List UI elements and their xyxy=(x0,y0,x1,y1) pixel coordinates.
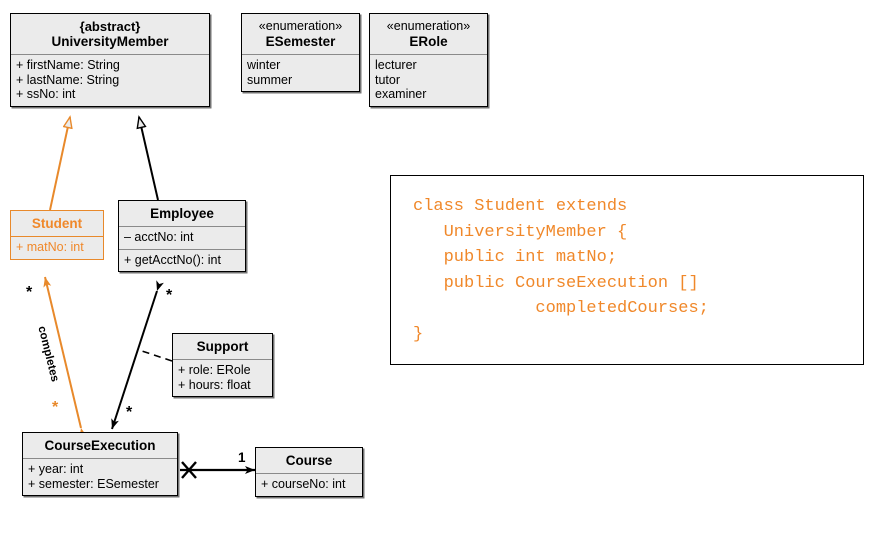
compartment-divider xyxy=(119,248,245,250)
operations-employee: + getAcctNo(): int xyxy=(119,250,245,272)
literal-summer: summer xyxy=(247,72,293,87)
association-courseexecution-course xyxy=(180,461,255,479)
compartment-divider xyxy=(11,54,209,55)
attribute-courseno: + courseNo: int xyxy=(261,477,346,491)
attribute-firstname: + firstName: String xyxy=(16,58,120,72)
class-header-employee: Employee xyxy=(119,201,245,226)
enumeration-box-esemester[interactable]: «enumeration» ESemester winter summer xyxy=(241,13,360,92)
attribute-lastname: + lastName: String xyxy=(16,72,120,87)
attributes-course-execution: + year: int + semester: ESemester xyxy=(23,459,177,495)
class-box-course[interactable]: Course + courseNo: int xyxy=(255,447,363,497)
class-stereotype-abstract: {abstract} xyxy=(79,19,141,34)
attribute-acctno: – acctNo: int xyxy=(124,230,194,244)
multiplicity-support-employee-end: * xyxy=(166,287,173,304)
generalization-student-to-universitymember xyxy=(49,117,70,211)
class-name-student: Student xyxy=(31,216,83,231)
attribute-role: + role: ERole xyxy=(178,363,251,377)
literals-esemester: winter summer xyxy=(242,55,359,91)
generalization-employee-to-universitymember xyxy=(139,117,159,201)
multiplicity-completes-student-end: * xyxy=(26,284,33,301)
stereotype-enumeration: «enumeration» xyxy=(386,19,471,33)
attribute-hours: + hours: float xyxy=(178,377,251,392)
attribute-matno: + matNo: int xyxy=(16,240,84,254)
enumeration-header-esemester: «enumeration» ESemester xyxy=(242,14,359,54)
class-header-university-member: {abstract} UniversityMember xyxy=(11,14,209,54)
attributes-course: + courseNo: int xyxy=(256,474,362,496)
class-header-course: Course xyxy=(256,448,362,473)
class-box-university-member[interactable]: {abstract} UniversityMember + firstName:… xyxy=(10,13,210,107)
attributes-student: + matNo: int xyxy=(11,237,103,259)
compartment-divider xyxy=(256,473,362,474)
enumeration-box-erole[interactable]: «enumeration» ERole lecturer tutor exami… xyxy=(369,13,488,107)
multiplicity-support-courseexecution-end: * xyxy=(126,404,133,421)
compartment-divider xyxy=(370,54,487,55)
attributes-university-member: + firstName: String + lastName: String +… xyxy=(11,55,209,106)
compartment-divider xyxy=(23,458,177,459)
enumeration-header-erole: «enumeration» ERole xyxy=(370,14,487,54)
class-name-course-execution: CourseExecution xyxy=(44,438,156,453)
compartment-divider xyxy=(173,359,272,360)
multiplicity-course-end: 1 xyxy=(238,450,246,465)
association-class-link-support xyxy=(138,349,173,362)
literal-examiner: examiner xyxy=(375,87,427,101)
class-header-student: Student xyxy=(11,211,103,236)
class-name-employee: Employee xyxy=(150,206,214,221)
attribute-year: + year: int xyxy=(28,462,84,476)
association-completes-student-courseexecution xyxy=(43,276,88,439)
attribute-semester: + semester: ESemester xyxy=(28,476,159,491)
class-header-support: Support xyxy=(173,334,272,359)
association-employee-courseexecution xyxy=(111,280,164,430)
compartment-divider xyxy=(119,226,245,227)
stereotype-enumeration: «enumeration» xyxy=(258,19,343,33)
code-snippet-text: class Student extends UniversityMember {… xyxy=(413,197,709,344)
compartment-divider xyxy=(242,54,359,55)
multiplicity-completes-courseexecution-end: * xyxy=(52,399,59,416)
literal-tutor: tutor xyxy=(375,72,401,87)
class-name-support: Support xyxy=(196,339,249,354)
compartment-divider xyxy=(11,236,103,237)
enumeration-name-esemester: ESemester xyxy=(265,34,336,49)
operation-getacctno: + getAcctNo(): int xyxy=(124,252,221,267)
attributes-support: + role: ERole + hours: float xyxy=(173,360,272,396)
code-snippet-panel[interactable]: class Student extends UniversityMember {… xyxy=(390,175,864,365)
class-box-student[interactable]: Student + matNo: int xyxy=(10,210,104,260)
class-header-course-execution: CourseExecution xyxy=(23,433,177,458)
enumeration-name-erole: ERole xyxy=(409,34,448,49)
attribute-ssno: + ssNo: int xyxy=(16,87,76,101)
class-name-university-member: UniversityMember xyxy=(51,34,169,49)
literal-lecturer: lecturer xyxy=(375,58,417,72)
attributes-employee: – acctNo: int xyxy=(119,227,245,249)
literal-winter: winter xyxy=(247,58,281,72)
literals-erole: lecturer tutor examiner xyxy=(370,55,487,106)
class-box-employee[interactable]: Employee – acctNo: int + getAcctNo(): in… xyxy=(118,200,246,272)
class-box-support[interactable]: Support + role: ERole + hours: float xyxy=(172,333,273,397)
class-name-course: Course xyxy=(285,453,333,468)
class-box-course-execution[interactable]: CourseExecution + year: int + semester: … xyxy=(22,432,178,496)
